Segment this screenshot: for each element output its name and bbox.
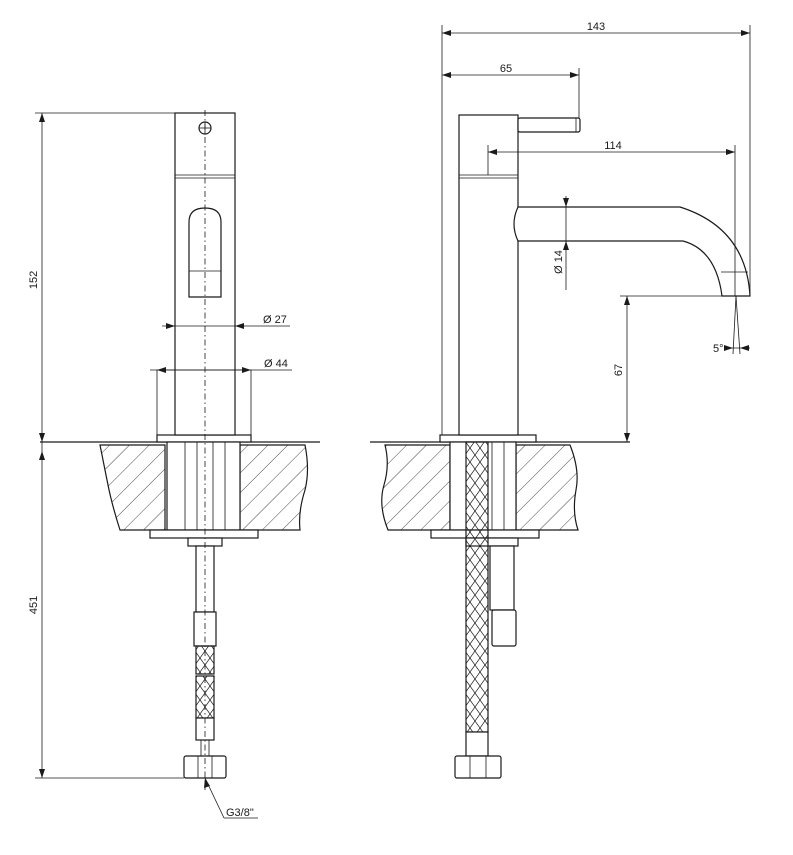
front-view: [40, 110, 320, 790]
dim-spout-reach: 114: [604, 140, 622, 152]
base-rosette: [156, 434, 252, 443]
mounting-plate: [149, 529, 259, 539]
side-dimensions: 143 65 114 Ø 14 67 5°: [441, 21, 751, 442]
counter-section-right: [239, 444, 309, 531]
counter-section-left: [99, 444, 166, 531]
dim-under-counter: 451: [28, 596, 40, 614]
side-view: [370, 114, 751, 779]
front-dimensions: 152 451 Ø 27 Ø 44 G3/8": [28, 112, 292, 819]
dim-spout-diameter: Ø 14: [553, 250, 565, 274]
spout: [513, 206, 751, 297]
dim-total-height: 152: [28, 271, 40, 289]
hose-fitting-side: [491, 609, 517, 647]
dim-connection-thread: G3/8": [226, 807, 254, 819]
braided-hose-long: [465, 441, 489, 733]
dim-total-depth: 143: [587, 21, 605, 33]
lever-side: [517, 117, 581, 133]
counter-section-right-side: [515, 444, 579, 531]
hex-nut-side: [454, 755, 502, 779]
dim-spout-height: 67: [613, 364, 625, 376]
counter-section-left-side: [381, 444, 451, 531]
faucet-body-side: [458, 114, 519, 436]
dim-base-diameter: Ø 44: [264, 358, 288, 370]
dim-outlet-angle: 5°: [713, 343, 724, 355]
shank-left: [166, 441, 241, 531]
dim-lever-reach: 65: [500, 63, 512, 75]
dim-body-diameter: Ø 27: [263, 314, 287, 326]
